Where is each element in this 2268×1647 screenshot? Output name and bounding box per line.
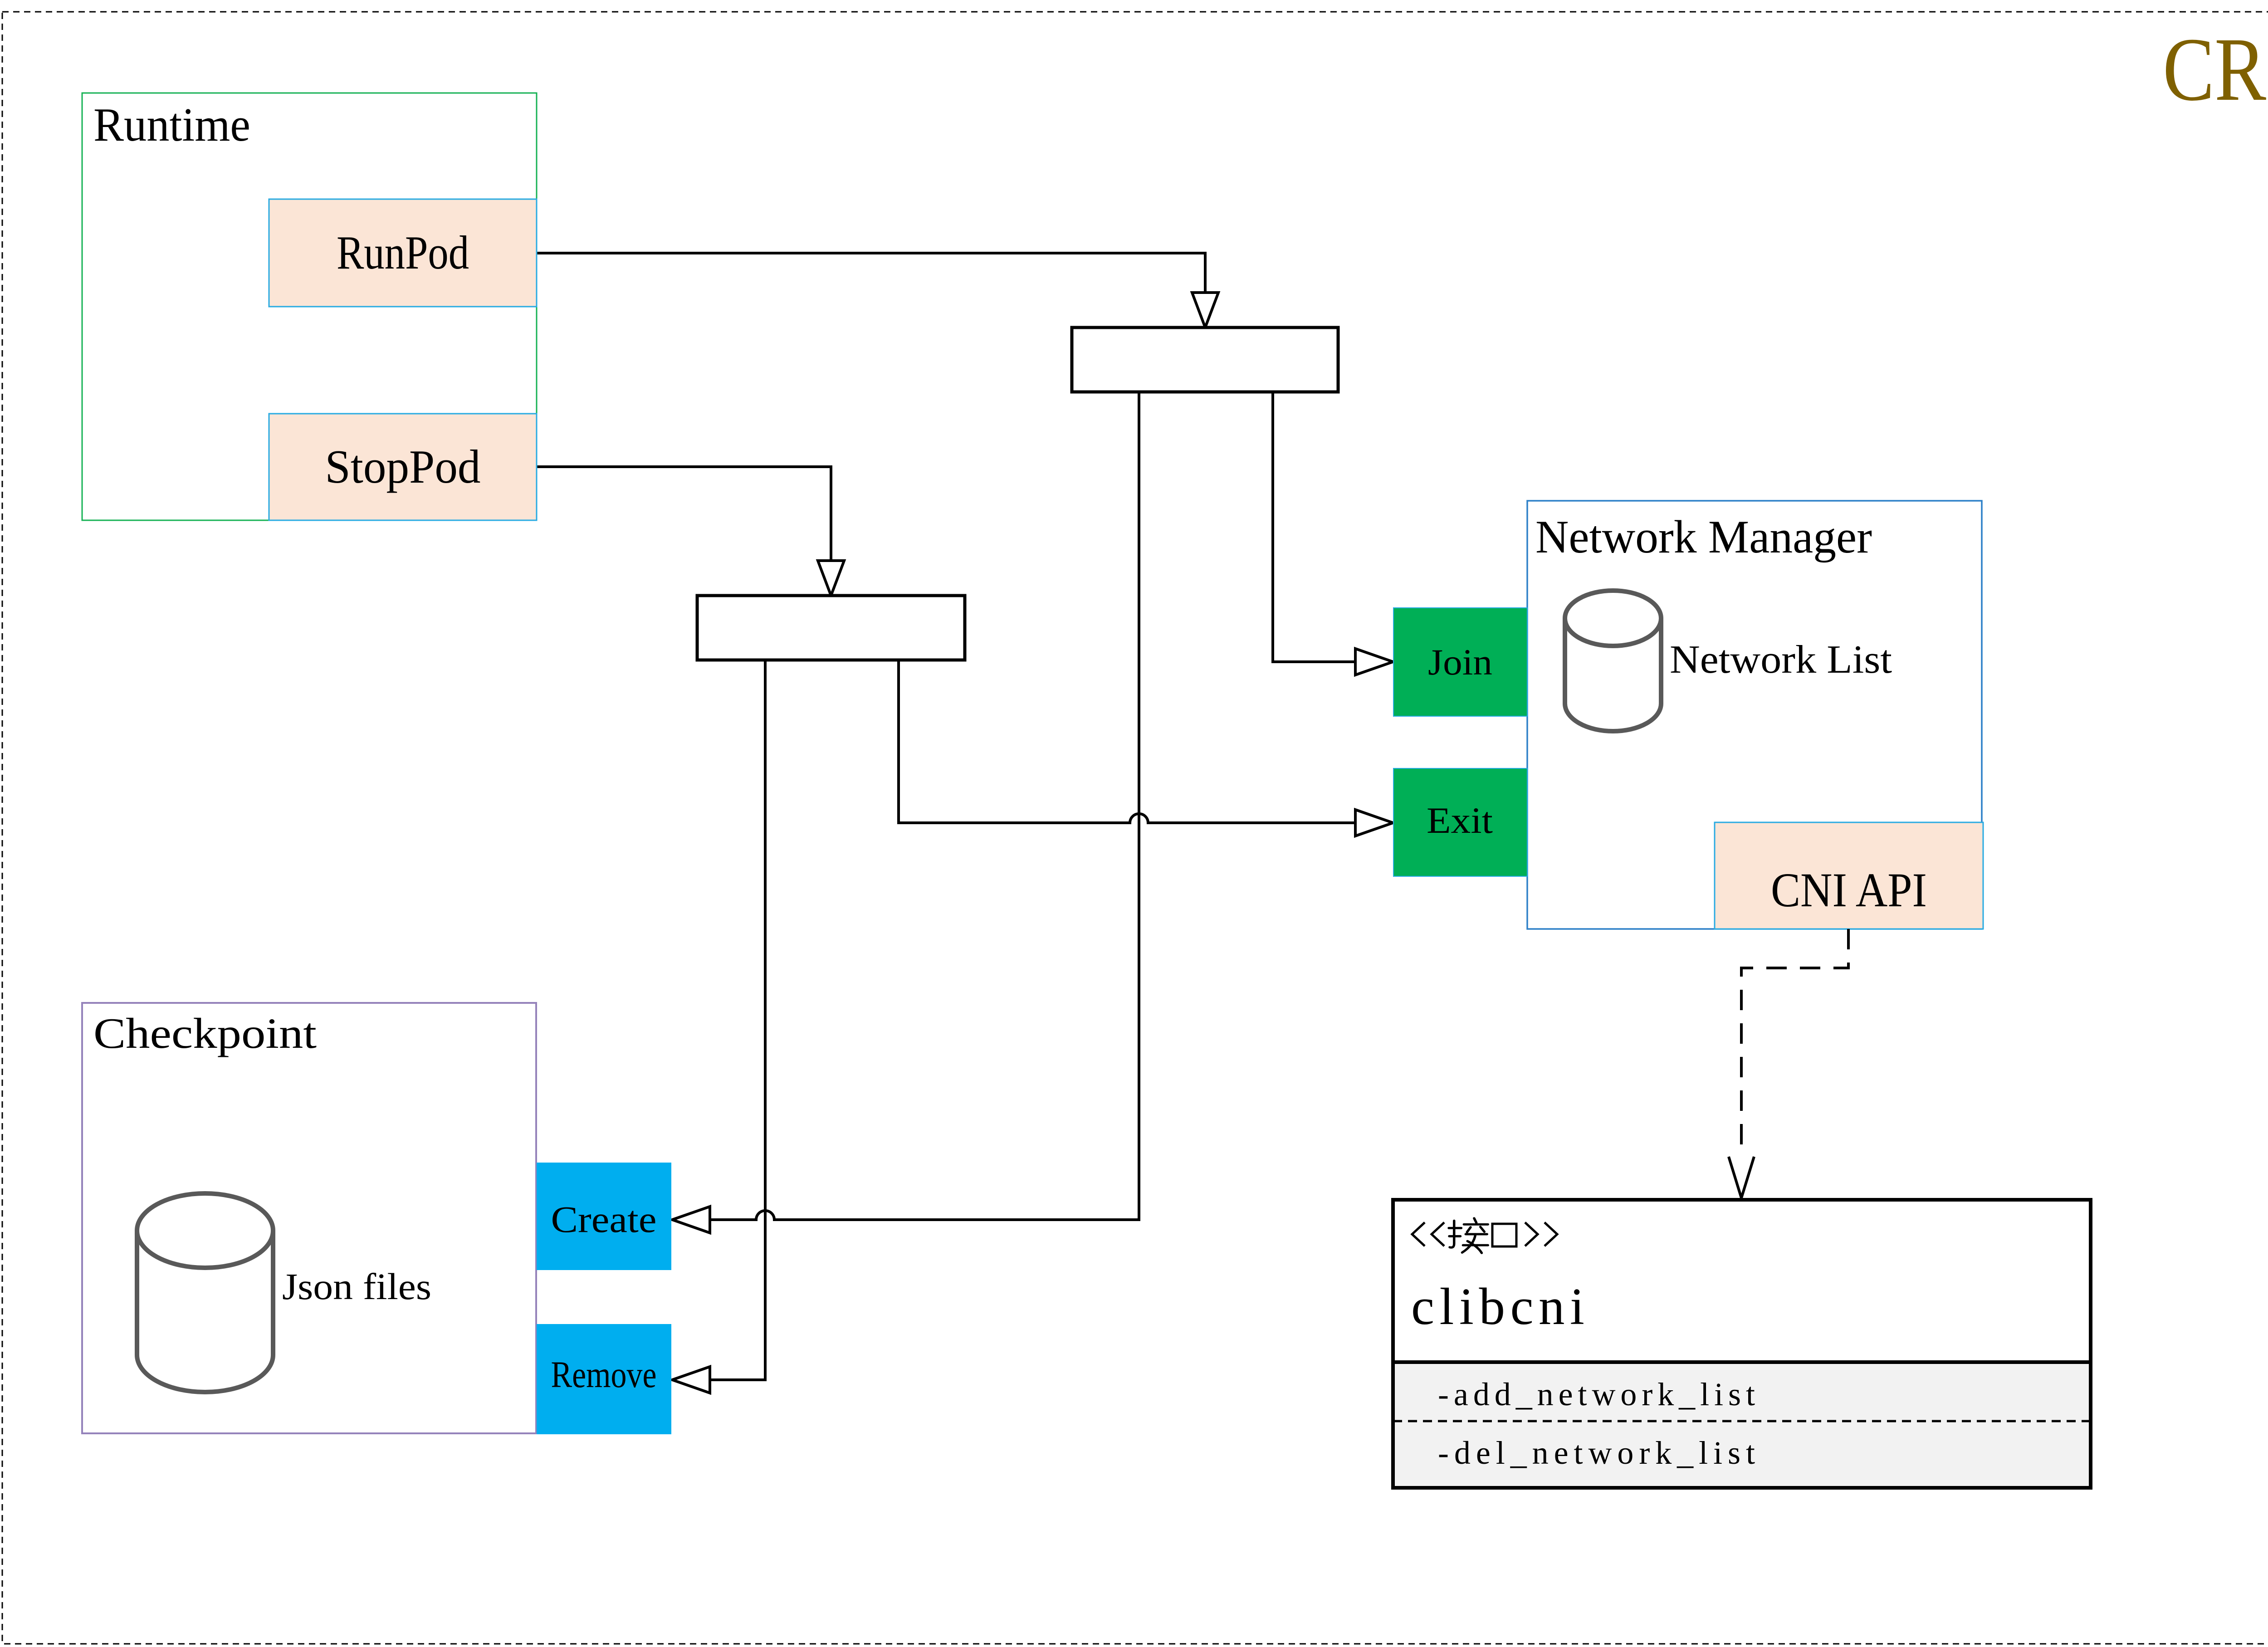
svg-text:CRI: CRI xyxy=(2163,20,2268,120)
svg-text:Create: Create xyxy=(551,1198,657,1240)
svg-text:-del_network_list: -del_network_list xyxy=(1438,1435,1755,1471)
svg-text:Runtime: Runtime xyxy=(93,98,250,151)
svg-text:Join: Join xyxy=(1428,641,1492,683)
svg-text:RunPod: RunPod xyxy=(337,226,469,279)
svg-text:Exit: Exit xyxy=(1427,800,1493,841)
svg-text:Checkpoint: Checkpoint xyxy=(93,1009,317,1057)
svg-text:CNI API: CNI API xyxy=(1771,864,1927,917)
svg-text:Remove: Remove xyxy=(551,1354,657,1395)
svg-text:StopPod: StopPod xyxy=(325,440,481,493)
svg-text:Network Manager: Network Manager xyxy=(1535,511,1872,563)
svg-text:clibcni: clibcni xyxy=(1411,1278,1584,1335)
svg-text:Network List: Network List xyxy=(1670,638,1892,682)
svg-text:Json files: Json files xyxy=(282,1266,431,1307)
svg-text:-add_network_list: -add_network_list xyxy=(1438,1376,1755,1412)
